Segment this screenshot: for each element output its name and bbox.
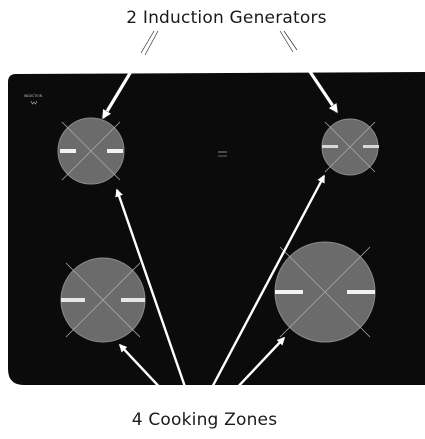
arrow-to-zone-top-right xyxy=(198,174,326,411)
zone-marker-left xyxy=(322,145,338,148)
arrow-to-generator-left xyxy=(103,29,158,118)
generators-label: 2 Induction Generators xyxy=(126,8,327,28)
zone-marker-right xyxy=(347,290,375,294)
arrow-to-zone-top-left xyxy=(115,188,195,411)
zone-marker-right xyxy=(121,298,145,302)
arrow-outline-segments xyxy=(140,30,298,56)
arrow-to-zone-bottom-left xyxy=(118,343,182,411)
zone-marker-left xyxy=(275,290,303,294)
zone-marker-right xyxy=(363,145,379,148)
cooking-zone-back-right-small xyxy=(321,118,379,176)
center-mark-line2 xyxy=(218,155,227,157)
zone-marker-left xyxy=(61,298,85,302)
zone-marker-right xyxy=(107,149,123,153)
cooking-zone-front-left-large xyxy=(60,257,146,343)
cooking-zone-front-right-large xyxy=(274,241,376,343)
arrow-to-zone-bottom-right xyxy=(215,336,286,411)
arrow-to-generator-right xyxy=(280,29,337,112)
cooktop-glass xyxy=(8,72,425,385)
cooktop-logo: INDUCTION xyxy=(24,94,43,98)
cooking-zones-label: 4 Cooking Zones xyxy=(131,410,278,430)
zone-marker-left xyxy=(60,149,76,153)
logo-mark-icon xyxy=(30,100,38,105)
center-mark xyxy=(218,151,227,153)
cooking-zone-front-left-small xyxy=(57,117,125,185)
